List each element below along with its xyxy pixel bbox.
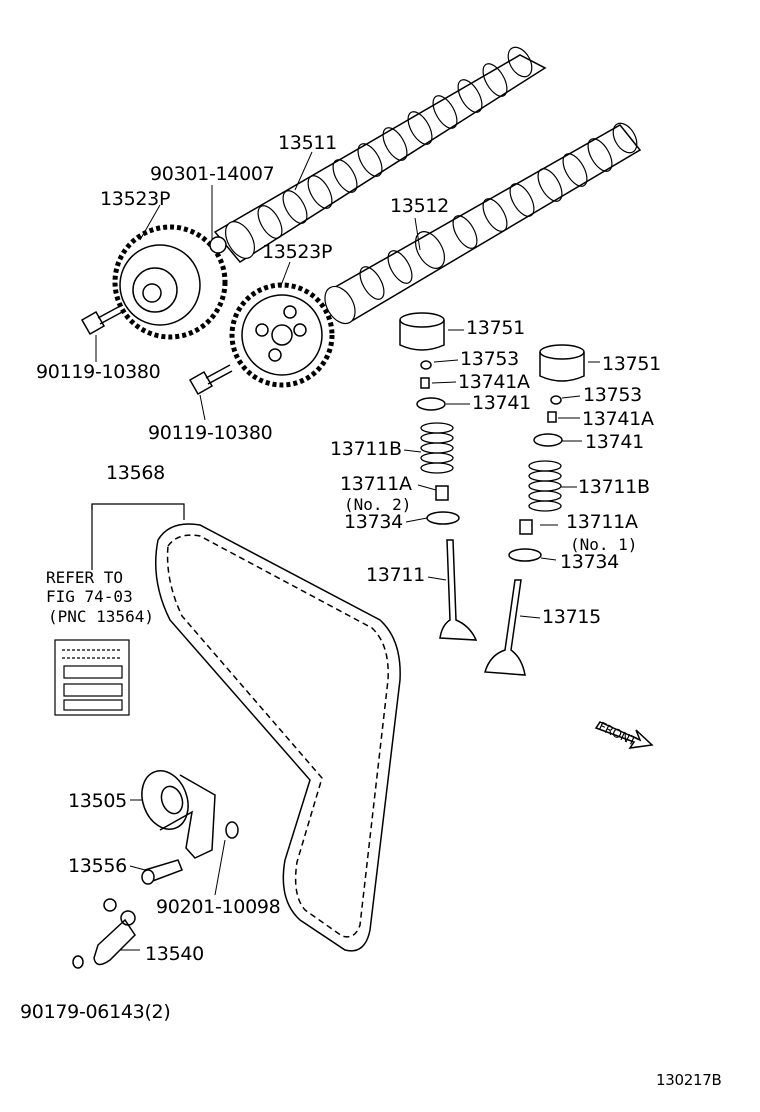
label-13711: 13711 (366, 564, 425, 586)
label-13753-right: 13753 (583, 384, 642, 406)
label-13711a-right: 13711A (566, 511, 638, 533)
label-13568: 13568 (106, 462, 165, 484)
label-13715: 13715 (542, 606, 601, 628)
label-13753-left: 13753 (460, 348, 519, 370)
label-no1: (No. 1) (570, 535, 638, 554)
label-90119-10380-b: 90119-10380 (148, 422, 273, 444)
label-13734-right: 13734 (560, 551, 619, 573)
label-13711a-left: 13711A (340, 473, 412, 495)
label-13711b-left: 13711B (330, 438, 402, 460)
front-arrow-icon (594, 721, 654, 749)
gear-13523p-upper (112, 224, 228, 340)
figure-id: 130217B (656, 1071, 722, 1089)
label-90201-10098: 90201-10098 (156, 896, 281, 918)
note-line3: (PNC 13564) (48, 607, 154, 626)
valve-small-parts (416, 360, 563, 562)
label-13556: 13556 (68, 855, 127, 877)
label-13511: 13511 (278, 132, 337, 154)
camshaft-13511 (213, 46, 547, 263)
label-13734-left: 13734 (344, 511, 403, 533)
label-13711b-right: 13711B (578, 476, 650, 498)
label-13512: 13512 (390, 195, 449, 217)
timing-belt (154, 523, 401, 952)
camshaft-13512 (324, 122, 642, 325)
label-90179-06143: 90179-06143(2) (20, 1001, 171, 1023)
label-90301-14007: 90301-14007 (150, 163, 275, 185)
label-13741a-left: 13741A (458, 371, 530, 393)
valve-spring-icons (420, 422, 562, 512)
note-line2: FIG 74-03 (46, 587, 133, 606)
label-13741a-right: 13741A (582, 408, 654, 430)
tensioner-13505 (141, 770, 239, 885)
label-13523p-lower: 13523P (262, 241, 333, 263)
label-13751-left: 13751 (466, 317, 525, 339)
label-no2: (No. 2) (344, 495, 412, 514)
gear-13523p-lower (229, 282, 335, 388)
label-13741-left: 13741 (472, 392, 531, 414)
note-line1: REFER TO (46, 568, 124, 587)
belt-bracket (54, 503, 185, 716)
lifter-icons (399, 312, 585, 382)
label-13540: 13540 (145, 943, 204, 965)
valve-icons (439, 539, 526, 676)
label-13505: 13505 (68, 790, 127, 812)
label-13751-right: 13751 (602, 353, 661, 375)
bolt-icons (80, 304, 233, 396)
label-90119-10380-a: 90119-10380 (36, 361, 161, 383)
label-13523p-upper: 13523P (100, 188, 171, 210)
idler-bracket-13540 (72, 898, 136, 969)
label-13741-right: 13741 (585, 431, 644, 453)
leader-lines (95, 151, 600, 951)
